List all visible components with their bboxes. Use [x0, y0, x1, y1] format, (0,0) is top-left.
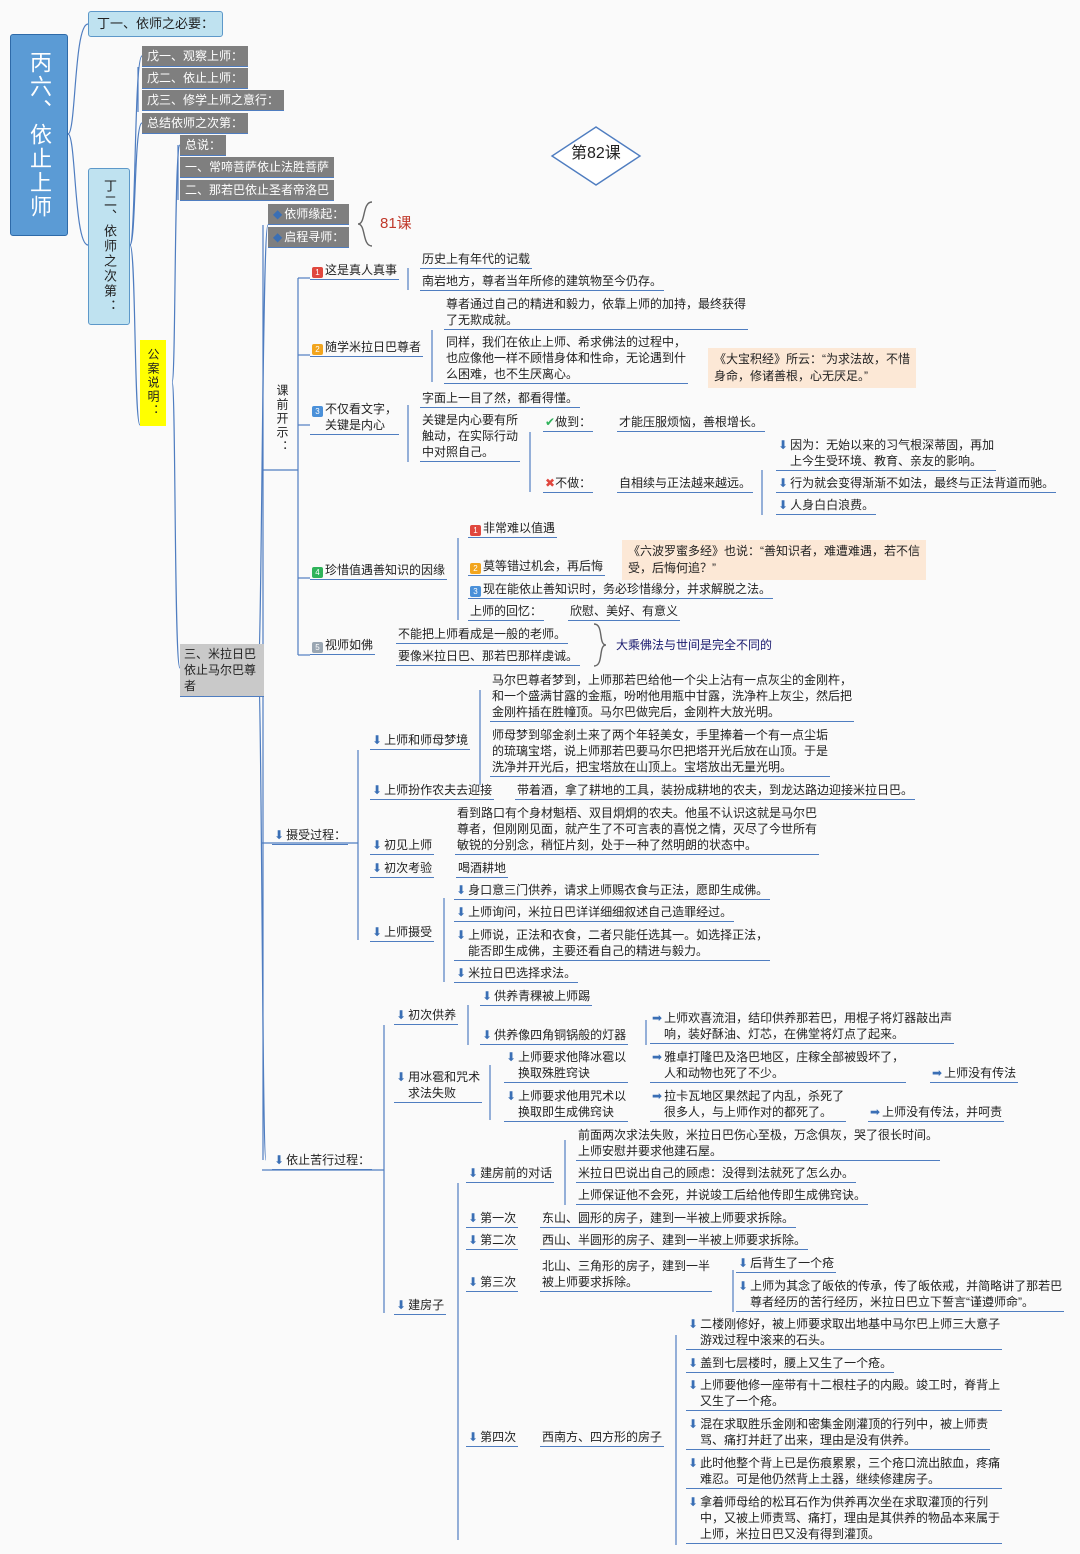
ku-chu-2: ⬇供养像四角铜锅般的灯器: [480, 1027, 629, 1045]
s3-nodo: ✖不做：: [543, 475, 594, 493]
ku-b1-final: ➡上师没有传法: [930, 1065, 1019, 1083]
ku-c1: ⬇第一次: [466, 1210, 519, 1228]
ding2-node: 丁二、依师之次第：: [88, 168, 130, 325]
she-label: ⬇摄受过程：: [272, 827, 349, 845]
ku-c1-result: 东山、圆形的房子，建到一半被上师要求拆除。: [540, 1210, 797, 1228]
s4-d: 上师的回忆：: [468, 603, 545, 621]
s5-b: 要像米拉日巴、那若巴那样虔诚。: [396, 648, 581, 666]
she-acc-2: ⬇上师询问，米拉日巴详详细细叙述自己造罪经过。: [454, 904, 735, 922]
she-meet: ⬇初见上师: [370, 837, 435, 855]
s3-b: 关键是内心要有所触动，在实际行动中对照自己。: [420, 412, 521, 462]
zongshuo: 总说：: [180, 135, 227, 156]
wu3: 戊三、修学上师之意行：: [142, 90, 285, 111]
brace-shiru: [593, 623, 607, 667]
she-test: ⬇初次考验: [370, 860, 435, 878]
zongshuo-item-1: 一、常啼菩萨依止法胜菩萨: [180, 157, 335, 178]
ku-c2-result: 西山、半圆形的房子、建到一半被上师要求拆除。: [540, 1232, 809, 1250]
she-acc-3: ⬇上师说，正法和衣食，二者只能任选其一。如选择正法，能否即生成佛，主要还看自己的…: [454, 927, 771, 961]
lesson-diamond: [550, 126, 642, 186]
kqks-node: 课前开示：: [275, 384, 289, 454]
root-node: 丙六、依止上师: [10, 34, 68, 236]
she-farmer-result: 带着酒，拿了耕地的工具，装扮成耕地的农夫，到龙达路边迎接米拉日巴。: [515, 782, 916, 800]
cross-icon: ✖: [545, 476, 556, 490]
ku-c4-item-3: ⬇上师要他修一座带有十二根柱子的内殿。竣工时，脊背上又生了一个疮。: [686, 1377, 1003, 1411]
ku-b2-final: ➡上师没有传法，并呵责: [868, 1104, 1005, 1122]
ku-chu-1: ⬇供养青稞被上师踢: [480, 988, 593, 1006]
s3-a: 字面上一目了然，都看得懂。: [420, 390, 581, 408]
lesson-label: 第82课: [571, 145, 621, 162]
yuanqi-1: ◆依师缘起：: [268, 204, 350, 225]
s4-quote: 《六波罗蜜多经》也说：“善知识者，难遭难遇，若不信受，后悔何追？”: [622, 540, 926, 580]
she-dream-a: 马尔巴尊者梦到，上师那若巴给他一个尖上沾有一点灰尘的金刚杵，和一个盛满甘露的金瓶…: [490, 672, 855, 722]
s3-r1: ⬇因为：无始以来的习气根深蒂固，再加上今生受环境、教育、亲友的影响。: [776, 437, 997, 471]
sanmi-node: 三、米拉日巴依止马尔巴尊者: [180, 644, 264, 697]
s1-b: 南岩地方，尊者当年所修的建筑物至今仍存。: [420, 273, 665, 291]
ku-bing: ⬇用冰雹和咒术求法失败: [394, 1069, 483, 1103]
ku-c4-item-6: ⬇拿着师母给的松耳石作为供养再次坐在求取灌顶的行列中，又被上师责骂、痛打，理由是…: [686, 1494, 1003, 1544]
ku-c3-b: ⬇上师为其念了皈依的传承，传了皈依戒，并简略讲了那若巴尊者经历的苦行经历，米拉日…: [736, 1278, 1065, 1312]
s2-a: 尊者通过自己的精进和毅力，依靠上师的加持，最终获得了无欺成就。: [444, 296, 749, 330]
ku-c4: ⬇第四次: [466, 1429, 519, 1447]
ku-dh-3: 上师保证他不会死，并说竣工后给他传即生成佛窍诀。: [576, 1187, 869, 1205]
ku-c3-result: 北山、三角形的房子，建到一半被上师要求拆除。: [540, 1258, 713, 1292]
ku-b1-result: ➡雅卓打隆巴及洛巴地区，庄稼全部被毁坏了，人和动物也死了不少。: [650, 1049, 907, 1083]
s3-r3: ⬇人身白白浪费。: [776, 497, 877, 515]
check-icon: ✔: [545, 415, 556, 429]
ku-c2: ⬇第二次: [466, 1232, 519, 1250]
ku-chu: ⬇初次供养: [394, 1007, 459, 1025]
she-acc-1: ⬇身口意三门供养，请求上师赐衣食与正法，愿即生成佛。: [454, 882, 771, 900]
wu2: 戊二、依止上师：: [142, 68, 249, 89]
ku-c3: ⬇第三次: [466, 1274, 519, 1292]
wu1: 戊一、观察上师：: [142, 46, 249, 67]
she-farmer: ⬇上师扮作农夫去迎接: [370, 782, 495, 800]
ku-jf: ⬇建房子: [394, 1297, 447, 1315]
s5-result: 大乘佛法与世间是完全不同的: [616, 638, 773, 652]
ku-label: ⬇依止苦行过程：: [272, 1152, 373, 1170]
ku-b2-result: ➡拉卡瓦地区果然起了内乱，杀死了很多人，与上师作对的都死了。: [650, 1088, 847, 1122]
ku-c4-item-1: ⬇二楼刚修好，被上师要求取出地基中马尔巴上师三大意子游戏过程中滚来的石头。: [686, 1316, 1003, 1350]
s1-a: 历史上有年代的记载: [420, 251, 533, 269]
zongshuo-item-2: 二、那若巴依止圣者帝洛巴: [180, 180, 335, 201]
brace-81: [357, 201, 373, 247]
ding1-node: 丁一、依师之必要：: [88, 11, 224, 37]
ku-dh-2: 米拉日巴说出自己的顾虑：没得到法就死了怎么办。: [576, 1165, 857, 1183]
s2-quote: 《大宝积经》所云：“为求法故，不惜身命，修诸善根，心无厌足。”: [708, 348, 916, 388]
s5-a: 不能把上师看成是一般的老师。: [396, 626, 569, 644]
ref-81: 81课: [380, 215, 412, 232]
ku-c4-item-5: ⬇此时他整个背上已是伤痕累累，三个疮口流出脓血，疼痛难忍。可是他仍然背上土器，继…: [686, 1455, 1003, 1489]
ku-c4-item-4: ⬇混在求取胜乐金刚和密集金刚灌顶的行列中，被上师责骂、痛打并赶了出来，理由是没有…: [686, 1416, 991, 1450]
s3-do: ✔做到：: [543, 414, 594, 432]
ku-dh-1: 前面两次求法失败，米拉日巴伤心至极，万念俱灰，哭了很长时间。上师安慰并要求他建石…: [576, 1127, 941, 1161]
ku-b1: ⬇上师要求他降冰雹以换取殊胜窍诀: [504, 1049, 629, 1083]
ku-c4-item-2: ⬇盖到七层楼时，腰上又生了一个疮。: [686, 1355, 895, 1373]
ku-b2: ⬇上师要求他用咒术以换取即生成佛窍诀: [504, 1088, 629, 1122]
ku-c3-a: ⬇后背生了一个疮: [736, 1255, 837, 1273]
yuanqi-2: ◆启程寻师：: [268, 227, 350, 248]
she-meet-result: 看到路口有个身材魁梧、双目炯炯的农夫。他虽不认识这就是马尔巴尊者，但刚刚见面，就…: [455, 805, 820, 855]
she-acc-4: ⬇米拉日巴选择求法。: [454, 965, 579, 983]
ku-chu-2-result: ➡上师欢喜流泪，结印供养那若巴，用棍子将灯器敲出声响，装好酥油、灯芯，在佛堂将灯…: [650, 1010, 955, 1044]
gongan-node: 公案说明：: [140, 340, 166, 426]
s3-nodo-result: 自相续与正法越来越远。: [617, 475, 754, 493]
s4-d-result: 欣慰、美好、有意义: [568, 603, 681, 621]
wu4: 总结依师之次第：: [142, 113, 249, 134]
s3-r2: ⬇行为就会变得渐渐不如法，最终与正法背道而驰。: [776, 475, 1057, 493]
she-accept: ⬇上师摄受: [370, 924, 435, 942]
she-dream-b: 师母梦到邬金刹土来了两个年轻美女，手里捧着一个有一点尘垢的琉璃宝塔，说上师那若巴…: [490, 727, 831, 777]
ku-c4-result: 西南方、四方形的房子: [540, 1429, 665, 1447]
s3-do-result: 才能压服烦恼，善根增长。: [617, 414, 766, 432]
she-dream: ⬇上师和师母梦境: [370, 732, 471, 750]
she-test-result: 喝酒耕地: [456, 860, 509, 878]
ku-dh: ⬇建房前的对话: [466, 1165, 555, 1183]
s2-b: 同样，我们在依止上师、希求佛法的过程中，也应像他一样不顾惜身体和性命，无论遇到什…: [444, 334, 689, 384]
